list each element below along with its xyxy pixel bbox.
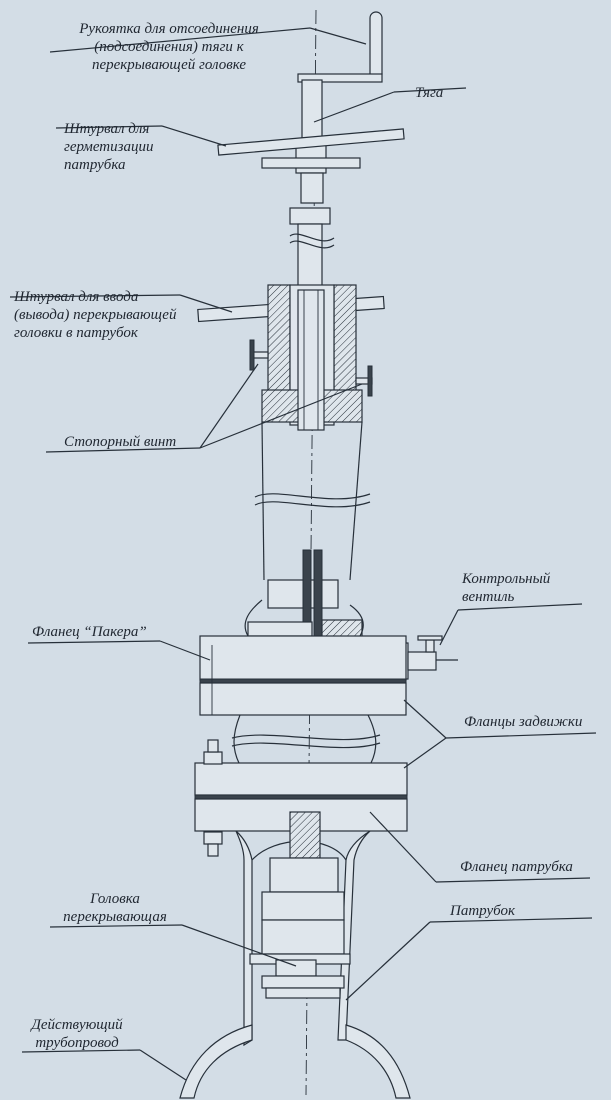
branch-pipe-part xyxy=(235,830,371,1047)
label-input-wheel-line-3: головки в патрубок xyxy=(14,325,138,341)
upper-housing xyxy=(261,284,363,431)
packer-flange-part xyxy=(199,635,407,716)
middle-tube xyxy=(254,421,371,581)
control-valve-part xyxy=(407,635,458,671)
label-lock-screw-line-1: Стопорный винт xyxy=(64,434,177,450)
label-plug-head: Головка перекрывающая xyxy=(40,890,190,926)
label-input-wheel-line-1: Штурвал для ввода xyxy=(14,289,139,305)
label-lock-screw: Стопорный винт xyxy=(64,433,176,451)
label-main-pipeline: Действующий трубопровод xyxy=(12,1016,142,1052)
label-packer-flange: Фланец “Пакера” xyxy=(32,623,147,641)
label-branch-pipe-line-1: Патрубок xyxy=(450,903,515,919)
bolts xyxy=(203,739,223,857)
label-seal-wheel: Штурвал для герметизации патрубка xyxy=(64,120,153,174)
plug-head-part xyxy=(249,811,351,999)
label-pipe-flange: Фланец патрубка xyxy=(460,858,573,876)
label-handle-line-1: Рукоятка для отсоединения xyxy=(79,21,259,37)
main-pipeline-part xyxy=(179,1024,411,1099)
handle-part xyxy=(297,11,383,83)
label-rod-line-1: Тяга xyxy=(415,85,444,101)
label-control-valve-line-2: вентиль xyxy=(462,589,515,605)
label-rod: Тяга xyxy=(415,84,443,102)
label-valve-flanges-line-1: Фланцы задвижки xyxy=(464,714,583,730)
label-plug-head-line-1: Головка xyxy=(90,891,140,907)
label-control-valve: Контрольный вентиль xyxy=(462,570,550,606)
label-input-wheel: Штурвал для ввода (вывода) перекрывающей… xyxy=(14,288,176,342)
valve-body xyxy=(231,599,381,766)
label-main-pipeline-line-2: трубопровод xyxy=(35,1035,119,1051)
lock-screws xyxy=(249,339,373,397)
label-handle-line-3: перекрывающей головке xyxy=(91,57,247,73)
label-seal-wheel-line-2: герметизации xyxy=(64,139,154,155)
label-seal-wheel-line-3: патрубка xyxy=(64,157,126,173)
label-valve-flanges: Фланцы задвижки xyxy=(464,713,582,731)
label-handle: Рукоятка для отсоединения (подсоединения… xyxy=(54,20,284,74)
label-control-valve-line-1: Контрольный xyxy=(462,571,551,587)
label-plug-head-line-2: перекрывающая xyxy=(63,909,167,925)
leader-lines xyxy=(9,27,597,1081)
seal-wheel-part xyxy=(217,128,405,156)
label-seal-wheel-line-1: Штурвал для xyxy=(64,121,150,137)
label-branch-pipe: Патрубок xyxy=(450,902,515,920)
label-main-pipeline-line-1: Действующий xyxy=(31,1017,123,1033)
label-handle-line-2: (подсоединения) тяги к xyxy=(94,39,244,55)
label-packer-flange-line-1: Фланец “Пакера” xyxy=(32,624,147,640)
label-input-wheel-line-2: (вывода) перекрывающей xyxy=(14,307,177,323)
label-pipe-flange-line-1: Фланец патрубка xyxy=(460,859,573,875)
rod-part xyxy=(289,79,335,287)
